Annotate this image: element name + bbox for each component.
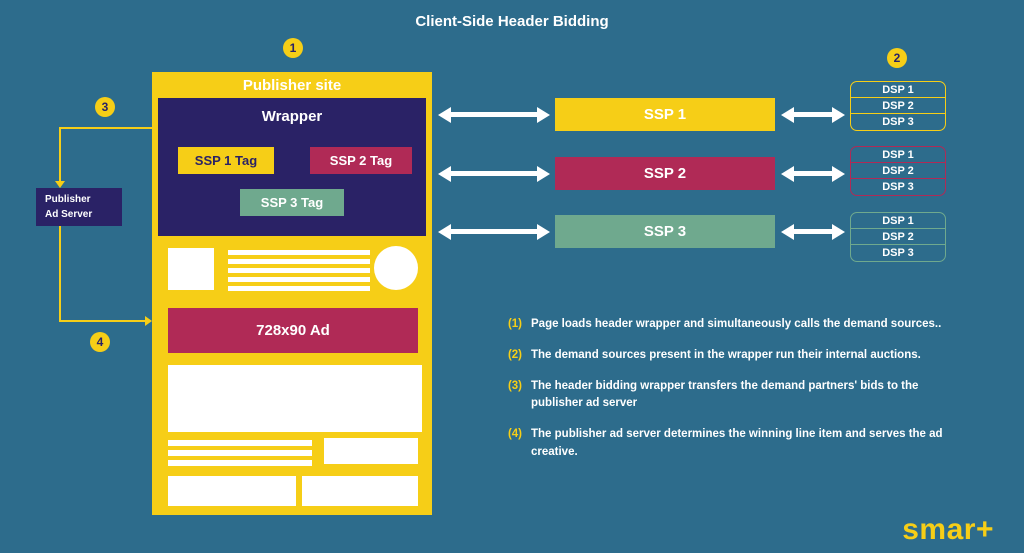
- placeholder-content-block: [168, 365, 422, 432]
- smart-logo: smar+: [902, 513, 994, 546]
- step-badge-4: 4: [90, 332, 110, 352]
- flow-line-from-ad-server: [60, 320, 145, 322]
- placeholder-text-line: [228, 277, 370, 282]
- dsp-group-ssp2: DSP 1 DSP 2 DSP 3: [850, 146, 946, 196]
- placeholder-text-line: [228, 268, 370, 273]
- ssp2-box: SSP 2: [555, 157, 775, 190]
- note-4: (4) The publisher ad server determines t…: [500, 426, 952, 462]
- step-badge-2: 2: [887, 48, 907, 68]
- ssp1-box: SSP 1: [555, 98, 775, 131]
- ssp1-tag: SSP 1 Tag: [178, 147, 274, 174]
- header-bidding-wrapper-box: Wrapper SSP 1 Tag SSP 2 Tag SSP 3 Tag: [158, 98, 426, 236]
- placeholder-text-line: [228, 250, 370, 255]
- flow-line-to-ad-server: [60, 127, 152, 129]
- note-1: (1) Page loads header wrapper and simult…: [500, 316, 952, 334]
- dsp-item: DSP 3: [882, 116, 914, 128]
- note-1-text: Page loads header wrapper and simultaneo…: [531, 318, 942, 330]
- dsp-item: DSP 3: [882, 247, 914, 259]
- bidirectional-arrow-wrapper-ssp1-icon: [438, 106, 550, 123]
- note-4-number: (4): [507, 428, 522, 441]
- ssp2-tag: SSP 2 Tag: [310, 147, 412, 174]
- publisher-site-box: Publisher site Wrapper SSP 1 Tag SSP 2 T…: [152, 72, 432, 515]
- ssp3-box: SSP 3: [555, 215, 775, 248]
- step-badge-1: 1: [283, 38, 303, 58]
- bidirectional-arrow-wrapper-ssp3-icon: [438, 223, 550, 240]
- note-3-number: (3): [507, 379, 522, 392]
- ad-banner-728x90: 728x90 Ad: [168, 308, 418, 353]
- placeholder-side-block: [324, 438, 418, 464]
- bidirectional-arrow-wrapper-ssp2-icon: [438, 165, 550, 182]
- note-1-number: (1): [507, 318, 522, 330]
- publisher-ad-server-box: Publisher Ad Server: [36, 188, 122, 226]
- placeholder-text-line: [228, 259, 370, 264]
- bidirectional-arrow-ssp2-dsp-icon: [781, 165, 845, 182]
- placeholder-text-line: [228, 286, 370, 291]
- placeholder-thumbnail: [168, 248, 214, 290]
- note-4-text: The publisher ad server determines the w…: [531, 428, 943, 459]
- flow-line-from-ad-server: [59, 226, 61, 322]
- dsp-item: DSP 2: [851, 229, 945, 245]
- flow-line-to-ad-server: [59, 127, 61, 181]
- placeholder-footer-block: [168, 476, 296, 506]
- note-3: (3) The header bidding wrapper transfers…: [500, 378, 952, 414]
- publisher-ad-server-label-line1: Publisher: [45, 194, 91, 205]
- placeholder-avatar-circle: [374, 246, 418, 290]
- arrow-down-icon: [55, 181, 65, 188]
- wrapper-label: Wrapper: [261, 108, 323, 125]
- placeholder-text-line: [168, 460, 312, 466]
- publisher-ad-server-label-line2: Ad Server: [45, 209, 93, 220]
- step-badge-3: 3: [95, 97, 115, 117]
- dsp-group-ssp1: DSP 1 DSP 2 DSP 3: [850, 81, 946, 131]
- placeholder-text-line: [168, 450, 312, 456]
- dsp-item: DSP 1: [851, 213, 945, 229]
- note-2-number: (2): [507, 348, 522, 361]
- dsp-item: DSP 2: [851, 98, 945, 114]
- note-3-text: The header bidding wrapper transfers the…: [531, 379, 919, 410]
- legend-notes: (1) Page loads header wrapper and simult…: [500, 316, 952, 462]
- dsp-item: DSP 1: [851, 82, 945, 98]
- arrow-right-icon: [145, 316, 152, 326]
- dsp-item: DSP 3: [882, 181, 914, 193]
- bidirectional-arrow-ssp1-dsp-icon: [781, 106, 845, 123]
- dsp-group-ssp3: DSP 1 DSP 2 DSP 3: [850, 212, 946, 262]
- dsp-item: DSP 2: [851, 163, 945, 179]
- placeholder-footer-block: [302, 476, 418, 506]
- dsp-item: DSP 1: [851, 147, 945, 163]
- bidirectional-arrow-ssp3-dsp-icon: [781, 223, 845, 240]
- placeholder-text-line: [168, 440, 312, 446]
- diagram-title: Client-Side Header Bidding: [415, 13, 609, 30]
- publisher-site-label: Publisher site: [242, 77, 342, 94]
- note-2-text: The demand sources present in the wrappe…: [531, 348, 921, 361]
- ssp3-tag: SSP 3 Tag: [240, 189, 344, 216]
- note-2: (2) The demand sources present in the wr…: [500, 347, 952, 365]
